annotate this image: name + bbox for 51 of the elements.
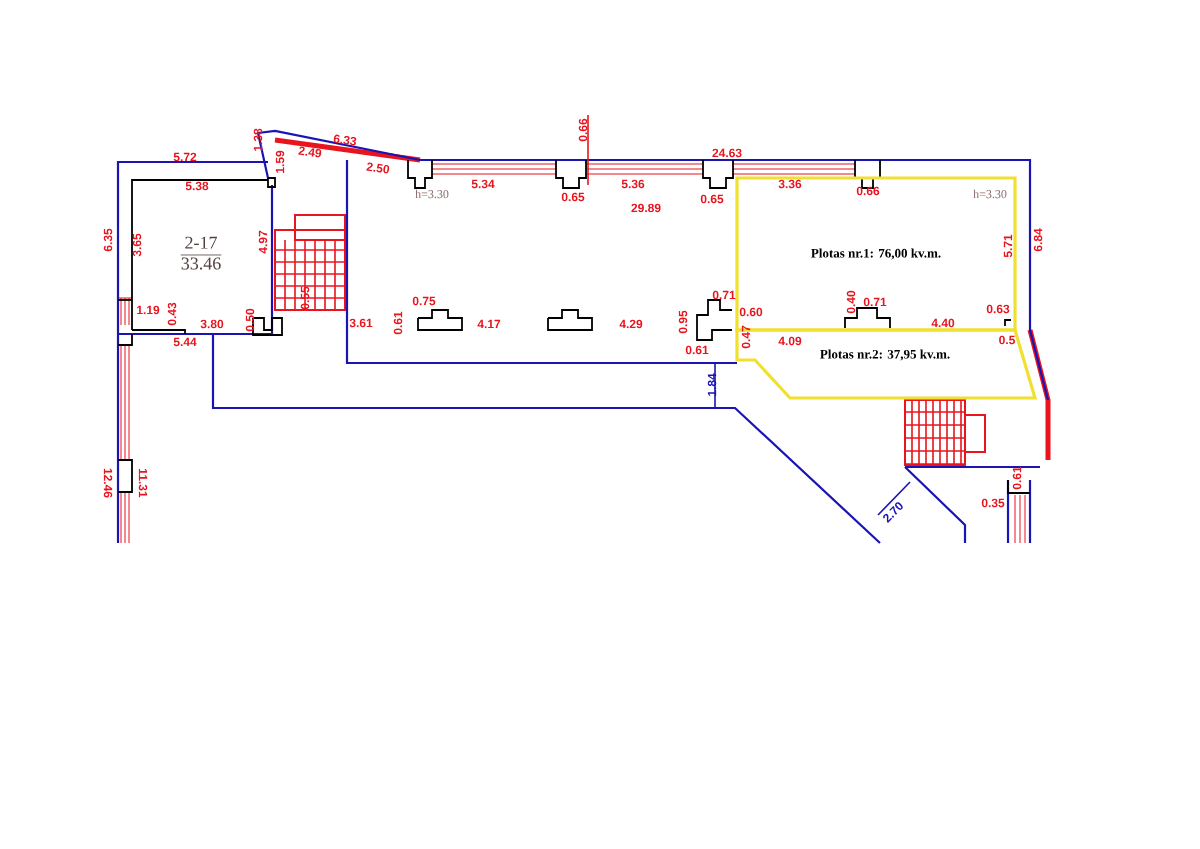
dimension-label: 4.97 [258,230,268,254]
dimension-label: 0.61 [393,311,403,335]
dimension-label: 0.95 [678,310,688,334]
dimension-label: 6.84 [1033,228,1043,252]
dimension-label: 0.35 [981,498,1005,508]
dimension-label: 3.80 [200,319,224,329]
dimension-label: 5.38 [185,181,209,191]
dimension-label: 5.72 [173,152,197,162]
dimension-label: 0.55 [300,286,310,310]
dimension-label: 11.31 [138,469,148,498]
dimension-label: 5.44 [173,337,197,347]
dimension-label: 0.60 [739,307,763,317]
dimension-label: 0.43 [167,302,177,326]
dimension-label: 0.71 [712,290,736,300]
dimension-label: 3.61 [349,318,373,328]
dimension-label: 4.40 [931,318,955,328]
dimension-label: 0.65 [561,192,585,202]
dimension-label: 6.35 [103,228,113,252]
dimension-label: h=3.30 [973,189,1007,199]
dimension-label: 3.36 [778,179,802,189]
dimension-label: 0.61 [685,345,709,355]
dimension-label: 0.50 [245,308,255,332]
dimension-label: 4.29 [619,319,643,329]
dimension-label: h=3.30 [415,189,449,199]
dimension-label: 0.5 [999,335,1015,345]
dimension-label: 4.09 [778,336,802,346]
dimension-label: 1.59 [275,150,285,173]
dimension-label: 5.36 [621,179,645,189]
room-outline: 2-17 33.46 [180,236,222,270]
dimension-label: 1.38 [253,128,263,151]
dimension-label: 2.49 [298,146,322,158]
dimension-label: 0.66 [578,118,588,142]
dimension-label: 5.34 [471,179,495,189]
dimension-label: 0.66 [856,186,880,196]
dimension-label: 0.40 [846,290,856,314]
dimension-label: 2.50 [366,162,390,174]
dimension-label: 0.71 [863,297,887,307]
dimension-label: 1.19 [137,305,160,315]
dimension-label: 0.65 [700,194,724,204]
dimension-label: 1.84 [707,373,717,396]
dimension-label: 6.33 [333,134,357,146]
dimension-label: 0.61 [1012,466,1022,490]
dimension-label: 0.63 [986,304,1010,314]
dimension-label: 3.65 [132,233,142,257]
dimension-label: 24.63 [712,148,742,158]
dimension-label: 5.71 [1003,234,1013,258]
dimension-label: 29.89 [631,203,661,213]
dimension-label: 12.46 [103,468,113,498]
dimension-label: 4.17 [477,319,501,329]
dimension-label: 0.47 [741,325,751,349]
dimension-label: 0.75 [412,296,436,306]
